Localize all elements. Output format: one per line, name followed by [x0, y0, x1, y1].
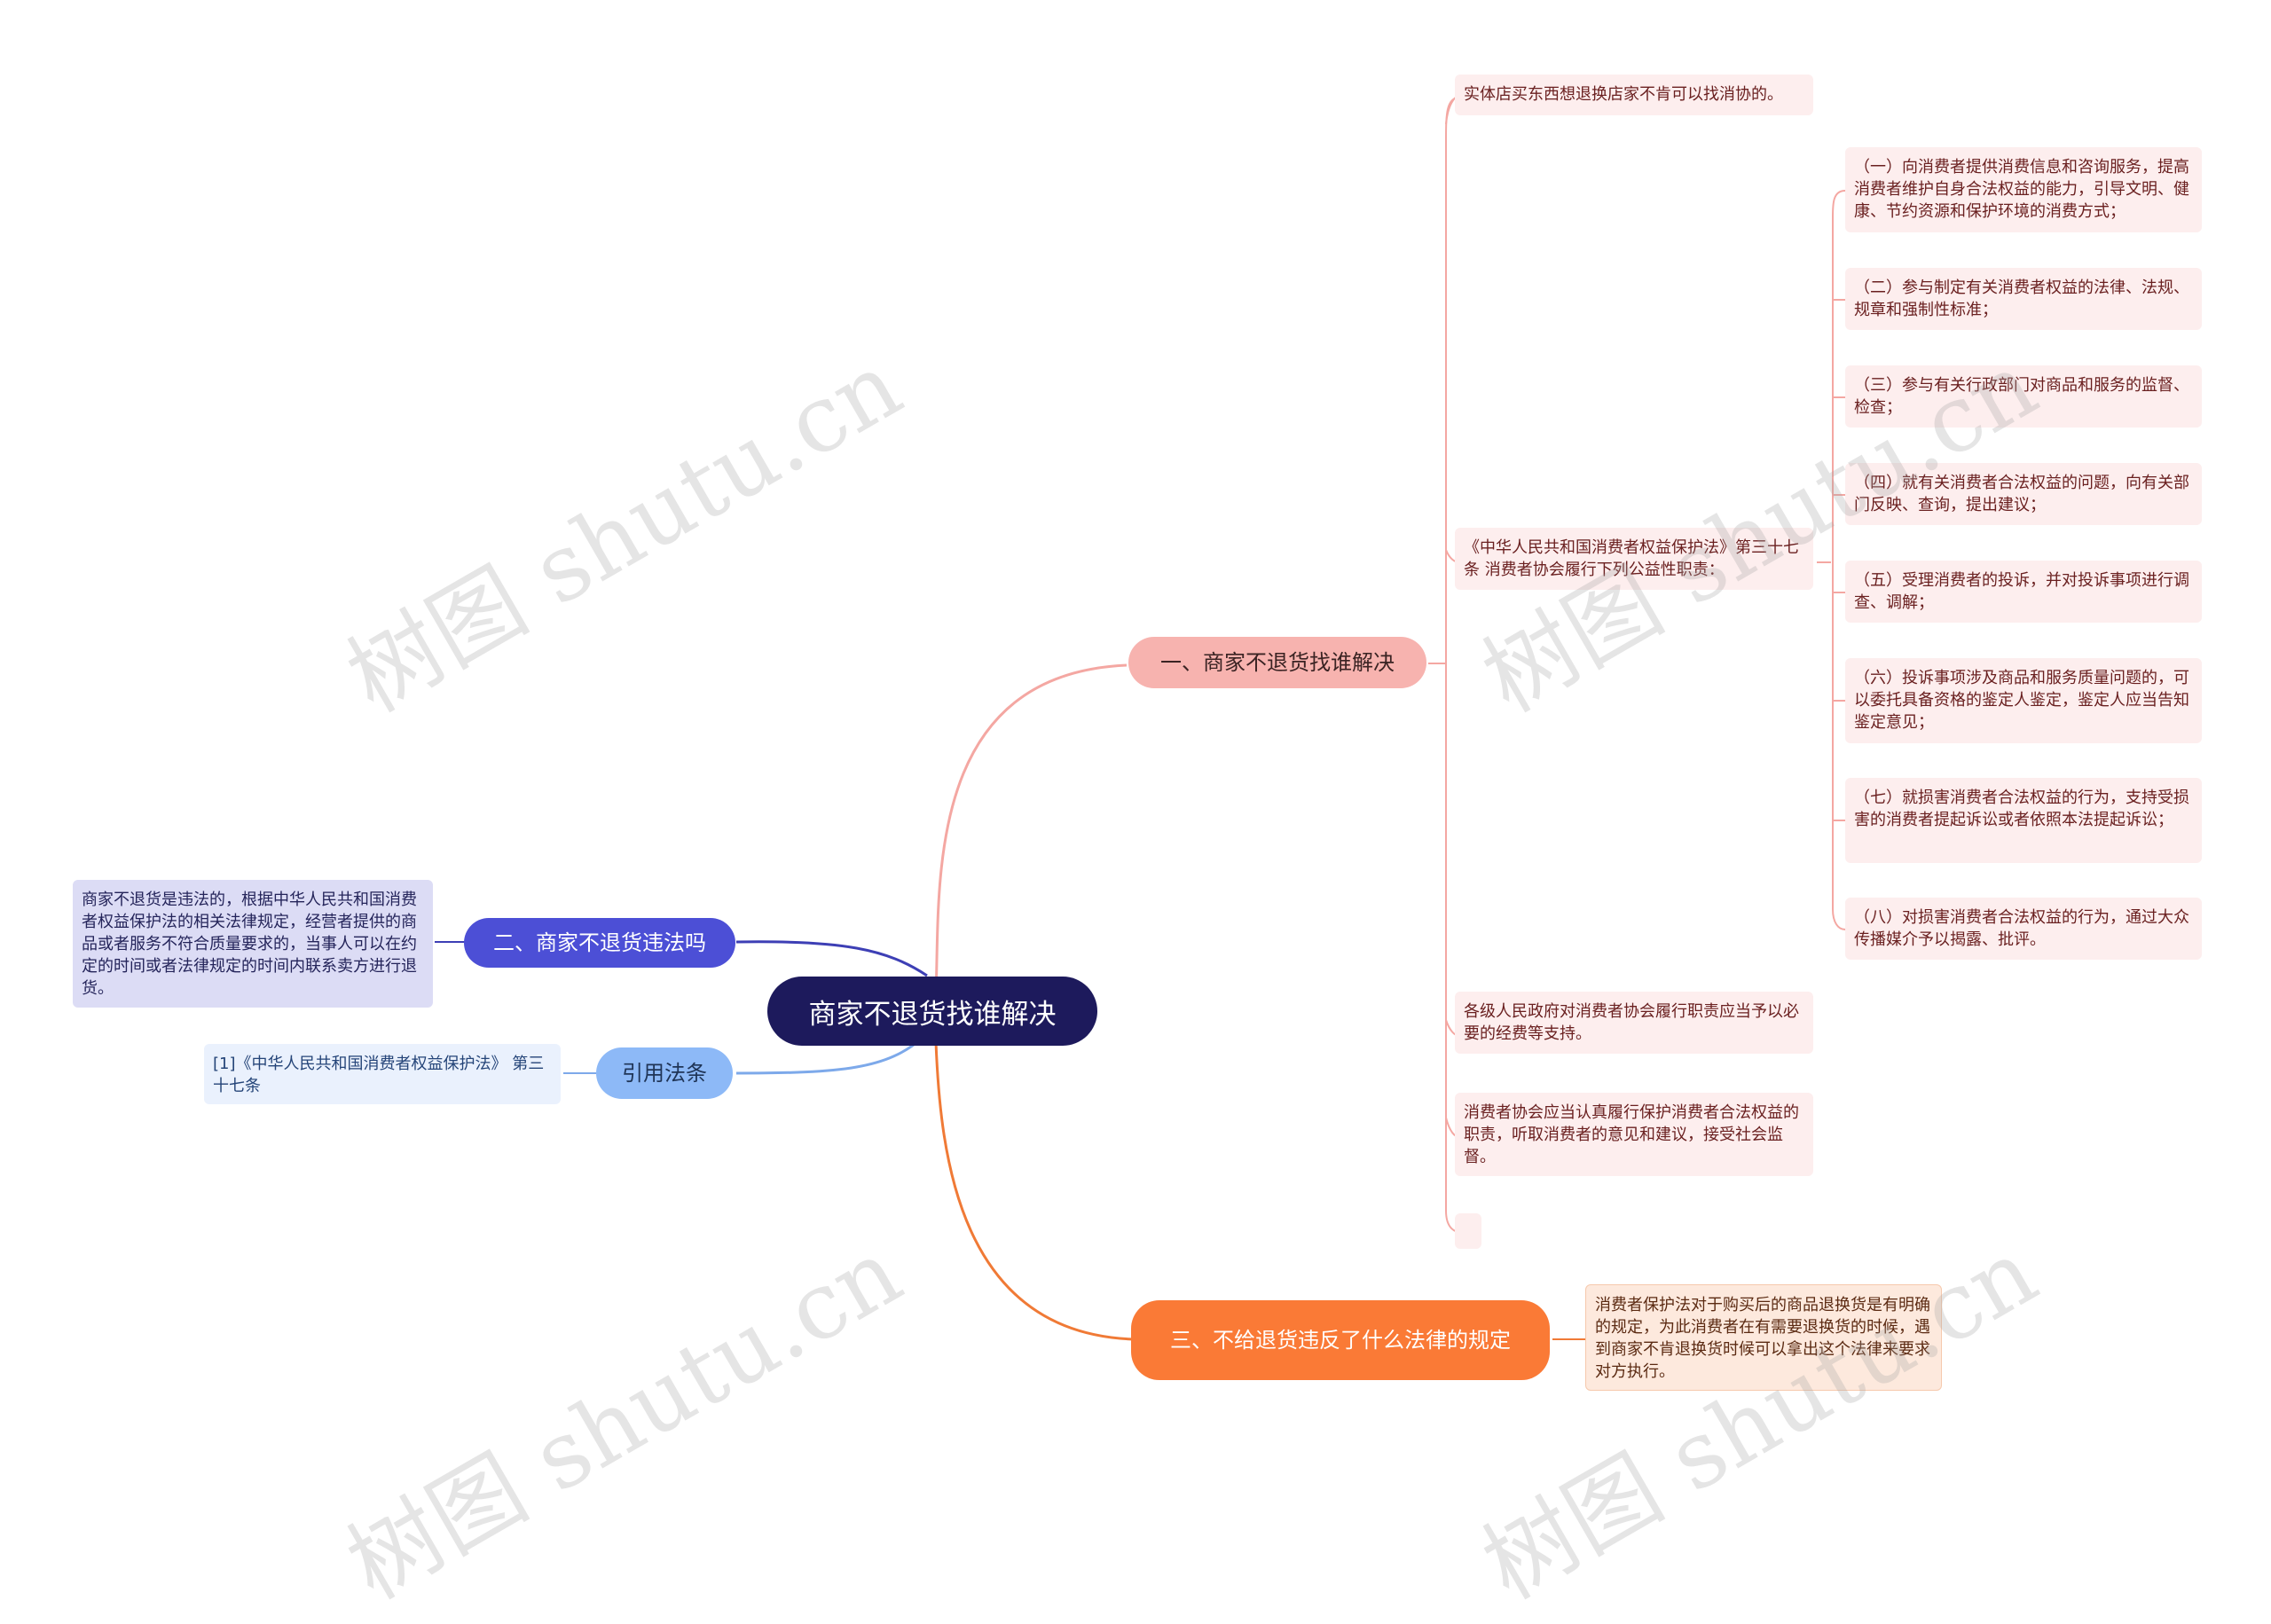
duty-item[interactable]: （八）对损害消费者合法权益的行为，通过大众传播媒介予以揭露、批评。: [1845, 898, 2202, 960]
duty-item[interactable]: （六）投诉事项涉及商品和服务质量问题的，可以委托具备资格的鉴定人鉴定，鉴定人应当…: [1845, 658, 2202, 743]
duty-item[interactable]: （四）就有关消费者合法权益的问题，向有关部门反映、查询，提出建议；: [1845, 463, 2202, 525]
duty-item[interactable]: （三）参与有关行政部门对商品和服务的监督、检查；: [1845, 365, 2202, 428]
link-branch1-bracket: [1445, 97, 1465, 1234]
link-root-branch2: [735, 940, 928, 977]
b1-government-support[interactable]: 各级人民政府对消费者协会履行职责应当予以必要的经费等支持。: [1455, 992, 1813, 1054]
duty-item[interactable]: （一）向消费者提供消费信息和咨询服务，提高消费者维护自身合法权益的能力，引导文明…: [1845, 147, 2202, 232]
b2-explanation[interactable]: 商家不退货是违法的，根据中华人民共和国消费者权益保护法的相关法律规定，经营者提供…: [73, 880, 433, 1008]
duty-item[interactable]: （七）就损害消费者合法权益的行为，支持受损害的消费者提起诉讼或者依照本法提起诉讼…: [1845, 778, 2202, 863]
root-topic[interactable]: 商家不退货找谁解决: [767, 977, 1097, 1046]
branch-citation[interactable]: 引用法条: [596, 1047, 733, 1099]
link-law-bracket: [1832, 190, 1846, 930]
b1-association-duty[interactable]: 消费者协会应当认真履行保护消费者合法权益的职责，听取消费者的意见和建议，接受社会…: [1455, 1093, 1813, 1176]
link-root-branch3: [934, 1041, 1136, 1341]
branch-which-law[interactable]: 三、不给退货违反了什么法律的规定: [1131, 1300, 1550, 1380]
link-root-branch1: [934, 663, 1128, 994]
mindmap-canvas: 商家不退货找谁解决 一、商家不退货找谁解决 二、商家不退货违法吗 引用法条 三、…: [73, 75, 2202, 1620]
duty-item[interactable]: （二）参与制定有关消费者权益的法律、法规、规章和强制性标准；: [1845, 268, 2202, 330]
b3-explanation[interactable]: 消费者保护法对于购买后的商品退换货是有明确的规定，为此消费者在有需要退换货的时候…: [1585, 1284, 1942, 1391]
branch-is-it-illegal[interactable]: 二、商家不退货违法吗: [464, 918, 735, 968]
citation-text[interactable]: [1]《中华人民共和国消费者权益保护法》 第三十七条: [204, 1044, 561, 1104]
branch-who-to-contact[interactable]: 一、商家不退货找谁解决: [1128, 637, 1426, 688]
b1-empty-node[interactable]: [1455, 1213, 1481, 1249]
duty-item[interactable]: （五）受理消费者的投诉，并对投诉事项进行调查、调解；: [1845, 561, 2202, 623]
link-root-citation: [735, 1036, 923, 1075]
b1-consumer-association-note[interactable]: 实体店买东西想退换店家不肯可以找消协的。: [1455, 75, 1813, 115]
b1-law-article-37[interactable]: 《中华人民共和国消费者权益保护法》第三十七条 消费者协会履行下列公益性职责：: [1455, 528, 1813, 590]
